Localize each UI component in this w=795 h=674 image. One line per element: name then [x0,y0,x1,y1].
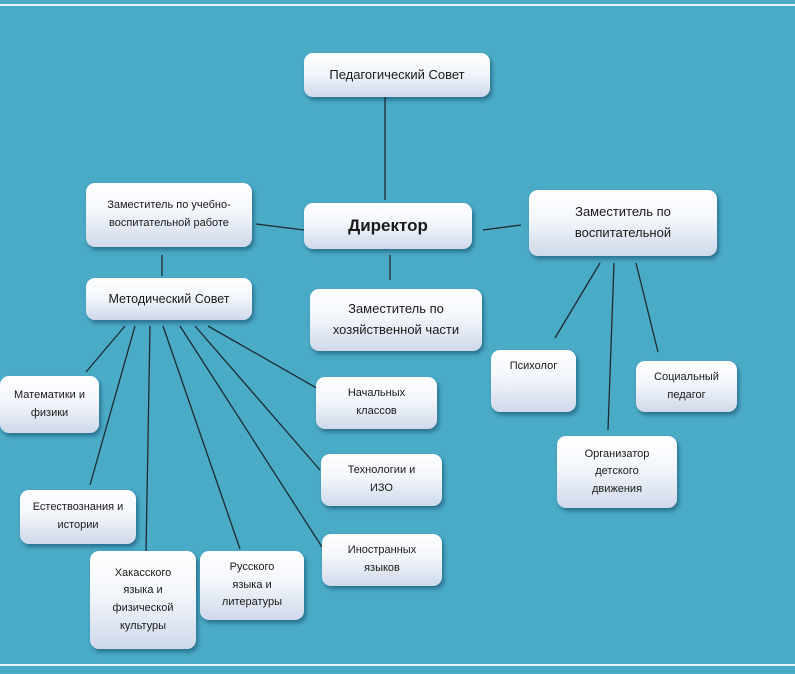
node-social-pedagogue-label: Социальный педагог [654,370,719,401]
node-deputy-upbringing: Заместитель по воспитательной [529,190,717,256]
node-technology-art: Технологии и ИЗО [321,454,442,506]
line-director-deputy-edu [255,223,305,231]
node-social-pedagogue: Социальный педагог [636,361,737,412]
node-khakas-pe-label: Хакасского языка и физической культуры [112,566,174,632]
node-pedagogical-council: Педагогический Совет [304,53,490,97]
line-method-primary [207,325,321,391]
line-method-tech [194,325,321,471]
node-deputy-educational-label: Заместитель по учебно-воспитательной раб… [107,199,231,229]
node-pedagogical-council-label: Педагогический Совет [329,66,465,82]
node-methodical-council: Методический Совет [86,278,252,320]
node-psychologist: Психолог [491,350,576,412]
node-science-history-label: Естествознания и истории [32,501,124,531]
top-rule [0,4,795,6]
line-upbringing-social [635,262,659,353]
node-deputy-economic: Заместитель по хозяйственной части [310,289,482,351]
node-deputy-educational: Заместитель по учебно-воспитательной раб… [86,183,252,247]
line-method-khakas [145,325,151,554]
bottom-rule [0,664,795,666]
node-russian-literature: Русского языка и литературы [200,551,304,620]
line-director-deputy-upbringing [482,224,522,231]
node-math-physics-label: Математики и физики [14,388,85,419]
node-psychologist-label: Психолог [509,360,558,372]
node-primary-classes-label: Начальных классов [347,387,406,417]
node-foreign-languages: Иностранных языков [322,534,442,586]
node-primary-classes: Начальных классов [316,377,437,429]
node-technology-art-label: Технологии и ИЗО [347,464,416,494]
node-russian-literature-label: Русского языка и литературы [221,561,283,609]
line-method-russian [162,325,241,550]
line-upbringing-organizer [607,262,615,431]
node-youth-organizer-label: Организатор детского движения [584,447,650,495]
node-director-label: Директор [348,216,428,236]
line-upbringing-psychologist [554,262,601,339]
line-method-foreign [179,325,323,548]
node-science-history: Естествознания и истории [20,490,136,544]
node-methodical-council-label: Методический Совет [108,292,230,306]
node-foreign-languages-label: Иностранных языков [347,544,417,574]
node-deputy-upbringing-label: Заместитель по воспитательной [574,204,672,240]
line-method-math [85,325,126,373]
node-math-physics: Математики и физики [0,376,99,433]
line-method-science [89,325,136,486]
node-deputy-economic-label: Заместитель по хозяйственной части [332,301,460,337]
node-khakas-pe: Хакасского языка и физической культуры [90,551,196,649]
node-director: Директор [304,203,472,249]
node-youth-organizer: Организатор детского движения [557,436,677,508]
